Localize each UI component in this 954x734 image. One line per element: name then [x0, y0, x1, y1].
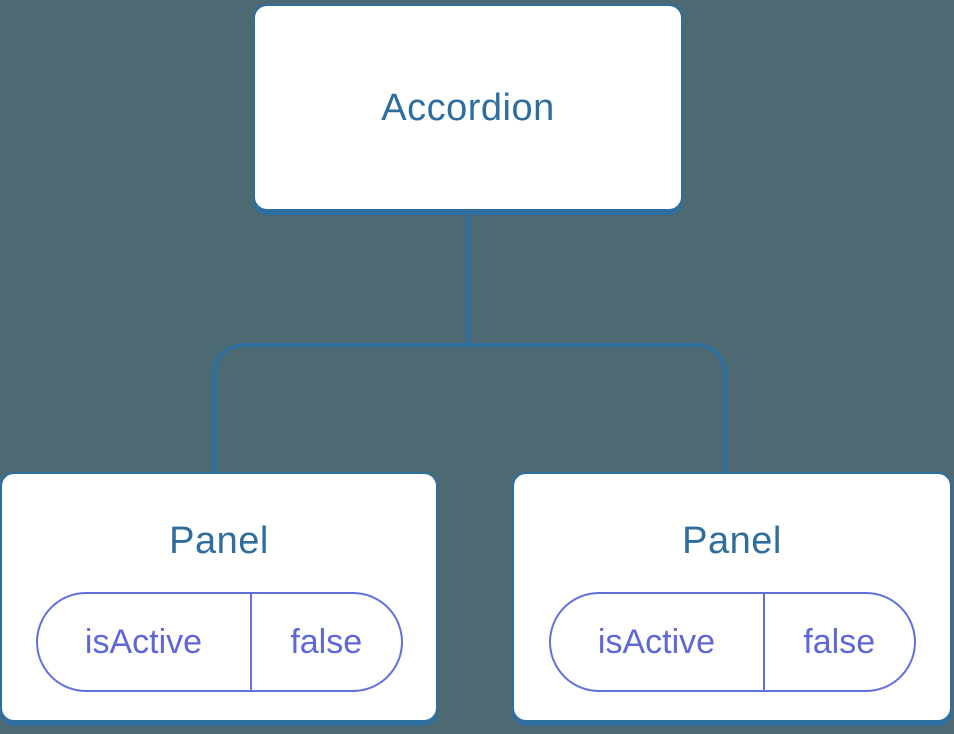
state-value-label: false [290, 622, 363, 661]
pill-divider [762, 594, 765, 690]
accordion-component-box: Accordion [253, 4, 683, 211]
state-key-label: isActive [84, 622, 203, 661]
connector-bracket-line [213, 343, 727, 472]
state-key-label: isActive [597, 622, 716, 661]
accordion-label: Accordion [381, 86, 555, 129]
panel-component-box-right: Panel isActive false [512, 472, 952, 722]
state-pill: isActive false [548, 592, 916, 692]
state-value-label: false [803, 622, 876, 661]
state-pill: isActive false [35, 592, 403, 692]
panel-component-box-left: Panel isActive false [0, 472, 438, 722]
panel-label: Panel [169, 520, 269, 562]
pill-divider [249, 594, 252, 690]
panel-label: Panel [682, 520, 782, 562]
connector-stem-line [466, 211, 470, 347]
